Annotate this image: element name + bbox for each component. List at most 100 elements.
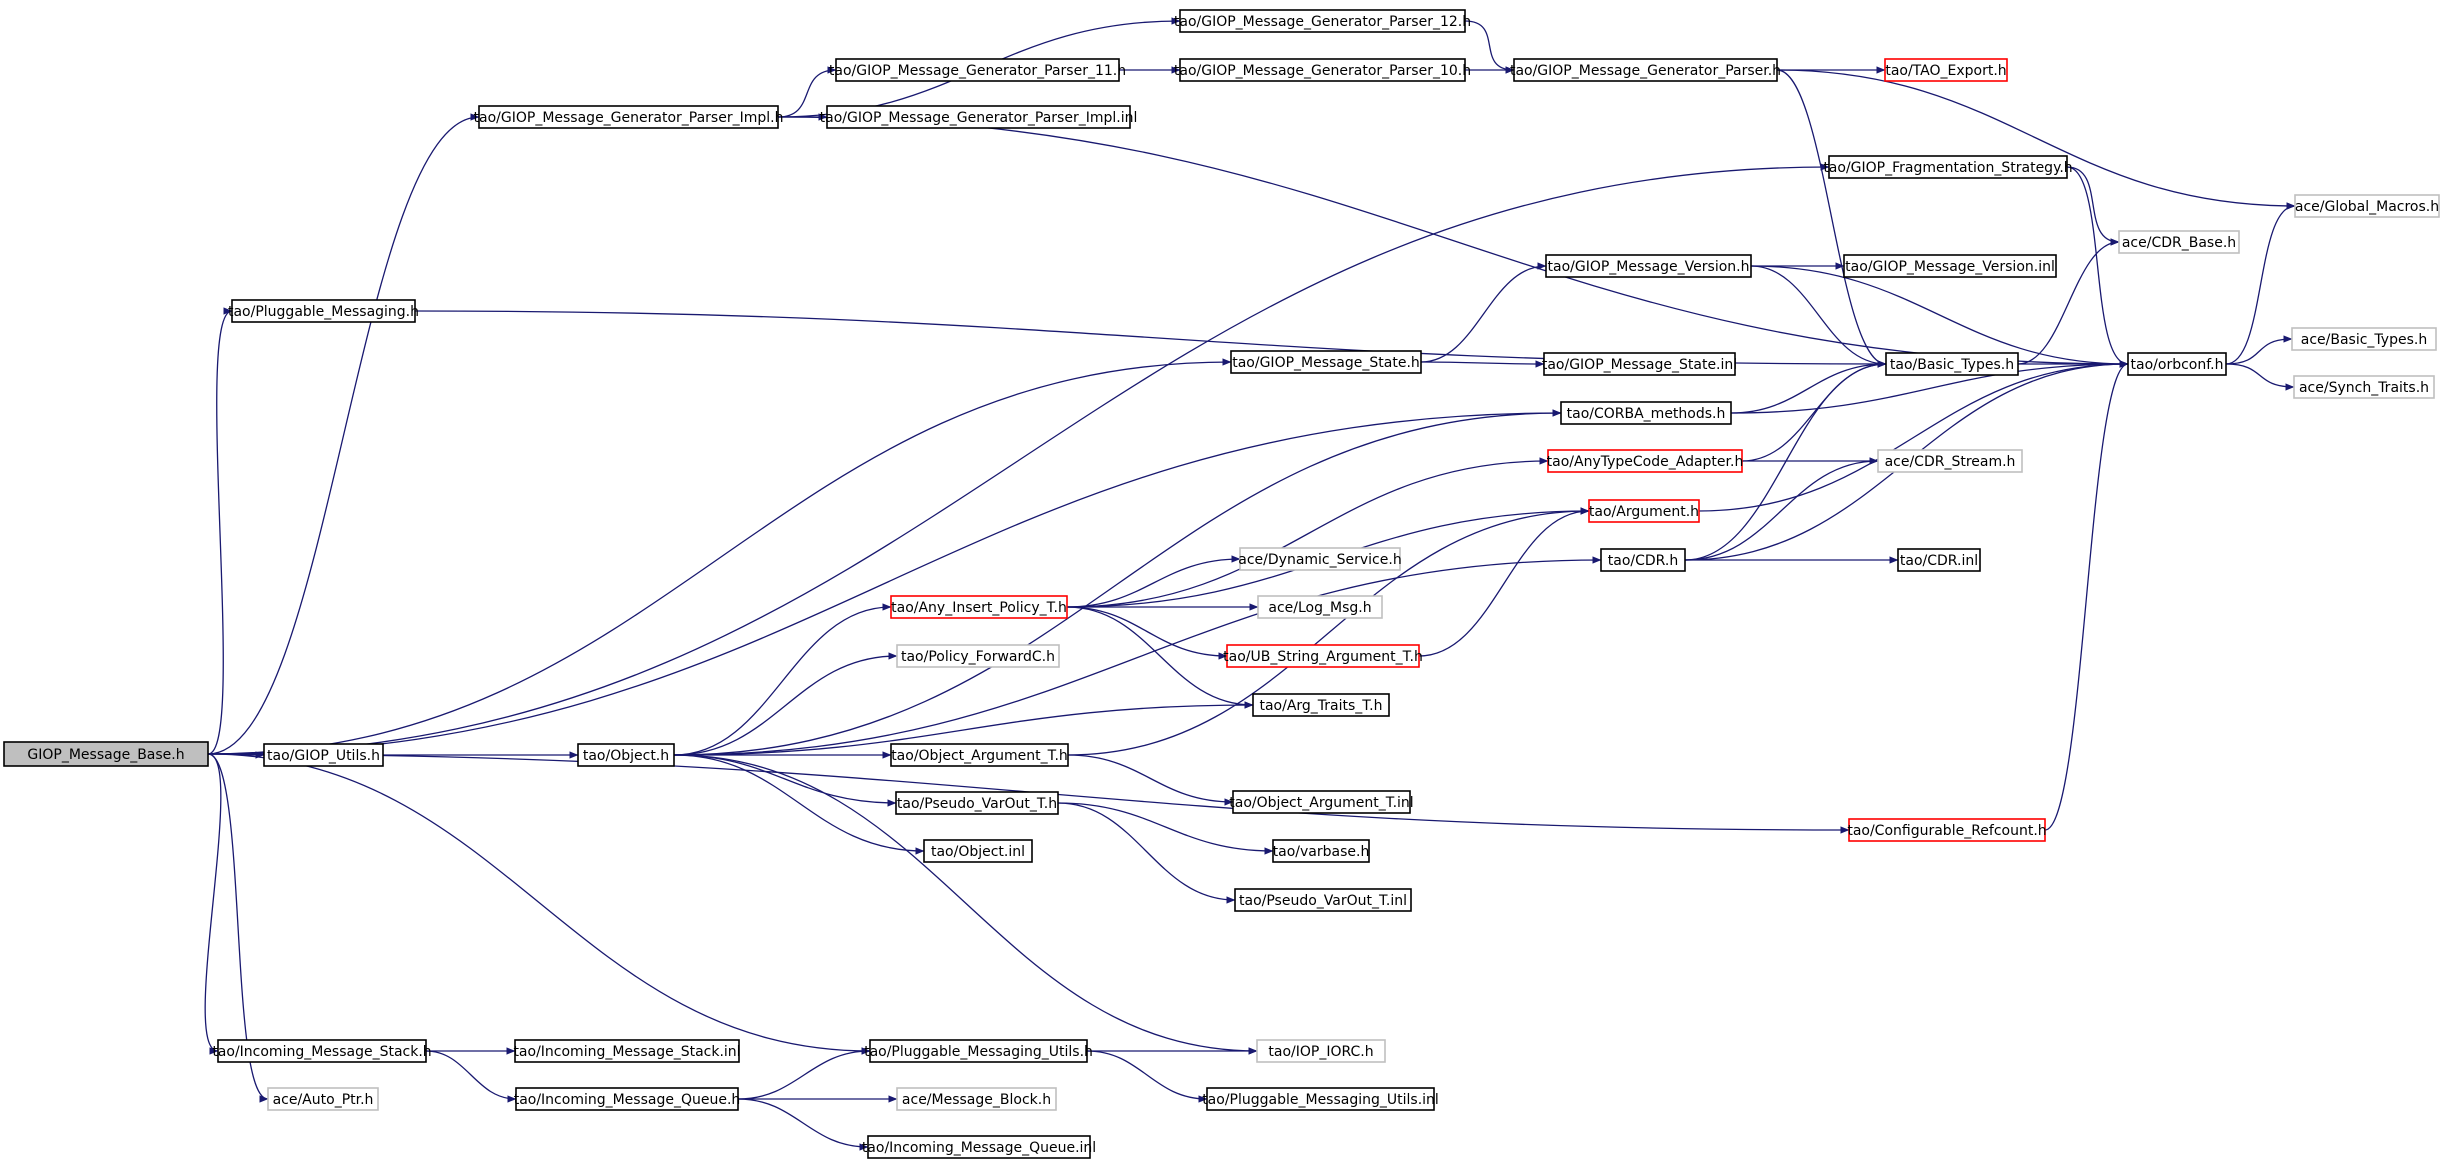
node-label: tao/Incoming_Message_Queue.inl — [862, 1140, 1096, 1156]
node-giop-utils[interactable]: tao/GIOP_Utils.h — [263, 743, 384, 767]
edge-incoming_queue-to-pluggable_utils — [737, 1047, 871, 1100]
node-corba-methods[interactable]: tao/CORBA_methods.h — [1560, 401, 1732, 425]
node-box — [1226, 644, 1420, 668]
node-msg-version[interactable]: tao/GIOP_Message_Version.h — [1545, 254, 1752, 278]
node-box — [1884, 58, 2008, 82]
node-object-inl[interactable]: tao/Object.inl — [923, 839, 1033, 863]
edge-parser-to-basic_types — [1776, 69, 1887, 368]
node-parser12[interactable]: tao/GIOP_Message_Generator_Parser_12.h — [1174, 9, 1471, 33]
node-box — [231, 299, 416, 323]
node-pseudo-varout[interactable]: tao/Pseudo_VarOut_T.h — [895, 791, 1059, 815]
node-label: tao/Incoming_Message_Stack.inl — [513, 1044, 740, 1060]
node-ub-string[interactable]: tao/UB_String_Argument_T.h — [1223, 644, 1423, 668]
node-parser11[interactable]: tao/GIOP_Message_Generator_Parser_11.h — [829, 58, 1126, 82]
node-basic-types[interactable]: tao/Basic_Types.h — [1885, 352, 2019, 376]
node-orbconf[interactable]: tao/orbconf.h — [2127, 352, 2227, 376]
node-frag[interactable]: tao/GIOP_Fragmentation_Strategy.h — [1823, 155, 2073, 179]
node-object-argument-inl[interactable]: tao/Object_Argument_T.inl — [1229, 790, 1414, 814]
node-box — [1600, 548, 1686, 572]
node-box — [1560, 401, 1732, 425]
edge-orbconf-to-ace_basic_types — [2225, 335, 2293, 365]
node-label: tao/CDR.h — [1608, 553, 1678, 569]
node-label: tao/Argument.h — [1589, 504, 1699, 520]
node-incoming-stack[interactable]: tao/Incoming_Message_Stack.h — [212, 1039, 432, 1063]
node-box — [1513, 58, 1778, 82]
node-label: ace/Message_Block.h — [902, 1092, 1051, 1108]
node-varbase[interactable]: tao/varbase.h — [1272, 839, 1370, 863]
node-box — [1252, 693, 1390, 717]
edge-object-to-corba_methods — [673, 409, 1562, 756]
node-incoming-stack-inl[interactable]: tao/Incoming_Message_Stack.inl — [513, 1039, 741, 1063]
node-box — [923, 839, 1033, 863]
node-msg-state[interactable]: tao/GIOP_Message_State.h — [1230, 350, 1422, 374]
node-box — [1843, 254, 2057, 278]
node-arg-traits[interactable]: tao/Arg_Traits_T.h — [1252, 693, 1390, 717]
node-incoming-queue[interactable]: tao/Incoming_Message_Queue.h — [514, 1087, 741, 1111]
node-object[interactable]: tao/Object.h — [577, 743, 675, 767]
node-cdr[interactable]: tao/CDR.h — [1600, 548, 1686, 572]
node-configurable-refcount[interactable]: tao/Configurable_Refcount.h — [1847, 818, 2047, 842]
edge-cdr-to-cdr_stream — [1684, 457, 1879, 561]
node-label: tao/Policy_ForwardC.h — [901, 649, 1055, 665]
node-label: tao/Configurable_Refcount.h — [1847, 823, 2046, 839]
node-pseudo-varout-inl[interactable]: tao/Pseudo_VarOut_T.inl — [1234, 888, 1412, 912]
edge-parser_impl-to-orbconf — [777, 116, 2129, 368]
node-box — [1547, 449, 1743, 473]
node-pluggable[interactable]: tao/Pluggable_Messaging.h — [228, 299, 419, 323]
node-msg-version-inl[interactable]: tao/GIOP_Message_Version.inl — [1843, 254, 2057, 278]
node-box — [896, 1087, 1057, 1111]
node-parser-impl-inl[interactable]: tao/GIOP_Message_Generator_Parser_Impl.i… — [820, 105, 1138, 129]
node-label: tao/Any_Insert_Policy_T.h — [891, 600, 1067, 616]
node-label: tao/GIOP_Message_State.h — [1232, 355, 1420, 371]
node-cdr-inl[interactable]: tao/CDR.inl — [1897, 548, 1981, 572]
node-box — [890, 595, 1068, 619]
node-label: tao/Arg_Traits_T.h — [1259, 698, 1382, 714]
node-pluggable-utils-inl[interactable]: tao/Pluggable_Messaging_Utils.inl — [1202, 1087, 1439, 1111]
node-msg-state-inl[interactable]: tao/GIOP_Message_State.inl — [1542, 352, 1737, 376]
node-box — [1230, 350, 1422, 374]
node-box — [217, 1039, 427, 1063]
node-object-argument[interactable]: tao/Object_Argument_T.h — [890, 743, 1069, 767]
node-pluggable-utils[interactable]: tao/Pluggable_Messaging_Utils.h — [864, 1039, 1093, 1063]
node-box — [1257, 595, 1383, 619]
node-label: ace/Dynamic_Service.h — [1238, 552, 1401, 568]
edge-pseudo_varout-to-varbase — [1057, 802, 1274, 855]
node-any-insert[interactable]: tao/Any_Insert_Policy_T.h — [890, 595, 1068, 619]
node-iop-iorc[interactable]: tao/IOP_IORC.h — [1256, 1039, 1386, 1063]
node-label: ace/Auto_Ptr.h — [273, 1092, 374, 1108]
edge-frag-to-orbconf — [2066, 166, 2129, 368]
node-label: tao/GIOP_Message_Version.h — [1548, 259, 1750, 275]
node-log-msg[interactable]: ace/Log_Msg.h — [1257, 595, 1383, 619]
node-label: tao/Object.inl — [931, 844, 1025, 860]
node-parser-impl[interactable]: tao/GIOP_Message_Generator_Parser_Impl.h — [474, 105, 784, 129]
node-ace-basic-types[interactable]: ace/Basic_Types.h — [2291, 327, 2437, 351]
edge-pseudo_varout-to-pseudo_varout_inl — [1057, 802, 1236, 904]
node-label: ace/Synch_Traits.h — [2299, 380, 2429, 396]
node-message-block[interactable]: ace/Message_Block.h — [896, 1087, 1057, 1111]
node-parser[interactable]: tao/GIOP_Message_Generator_Parser.h — [1510, 58, 1781, 82]
edge-object_argument-to-object_argument_inl — [1067, 754, 1234, 806]
node-cdr-base[interactable]: ace/CDR_Base.h — [2118, 230, 2240, 254]
node-incoming-queue-inl[interactable]: tao/Incoming_Message_Queue.inl — [862, 1135, 1096, 1159]
node-synch-traits[interactable]: ace/Synch_Traits.h — [2293, 375, 2435, 399]
node-tao-export[interactable]: tao/TAO_Export.h — [1884, 58, 2008, 82]
node-box — [1239, 547, 1401, 571]
node-label: ace/CDR_Base.h — [2122, 235, 2236, 251]
node-cdr-stream[interactable]: ace/CDR_Stream.h — [1877, 449, 2023, 473]
edge-object-to-object_inl — [673, 754, 925, 855]
node-box — [1588, 499, 1700, 523]
node-auto-ptr[interactable]: ace/Auto_Ptr.h — [267, 1087, 379, 1111]
node-label: tao/IOP_IORC.h — [1268, 1044, 1373, 1060]
node-box — [826, 105, 1131, 129]
node-label: tao/Incoming_Message_Stack.h — [212, 1044, 431, 1060]
node-anytype-adapter[interactable]: tao/AnyTypeCode_Adapter.h — [1547, 449, 1744, 473]
node-parser10[interactable]: tao/GIOP_Message_Generator_Parser_10.h — [1174, 58, 1471, 82]
node-label: tao/GIOP_Utils.h — [267, 748, 380, 764]
edge-root-to-auto_ptr — [207, 753, 269, 1103]
node-argument[interactable]: tao/Argument.h — [1588, 499, 1700, 523]
edge-msg_state-to-msg_version — [1420, 262, 1547, 363]
node-policy-forward[interactable]: tao/Policy_ForwardC.h — [896, 644, 1060, 668]
node-global-macros[interactable]: ace/Global_Macros.h — [2294, 194, 2440, 218]
node-dynamic-service[interactable]: ace/Dynamic_Service.h — [1238, 547, 1402, 571]
edge-configurable_refcount-to-orbconf — [2044, 360, 2129, 831]
